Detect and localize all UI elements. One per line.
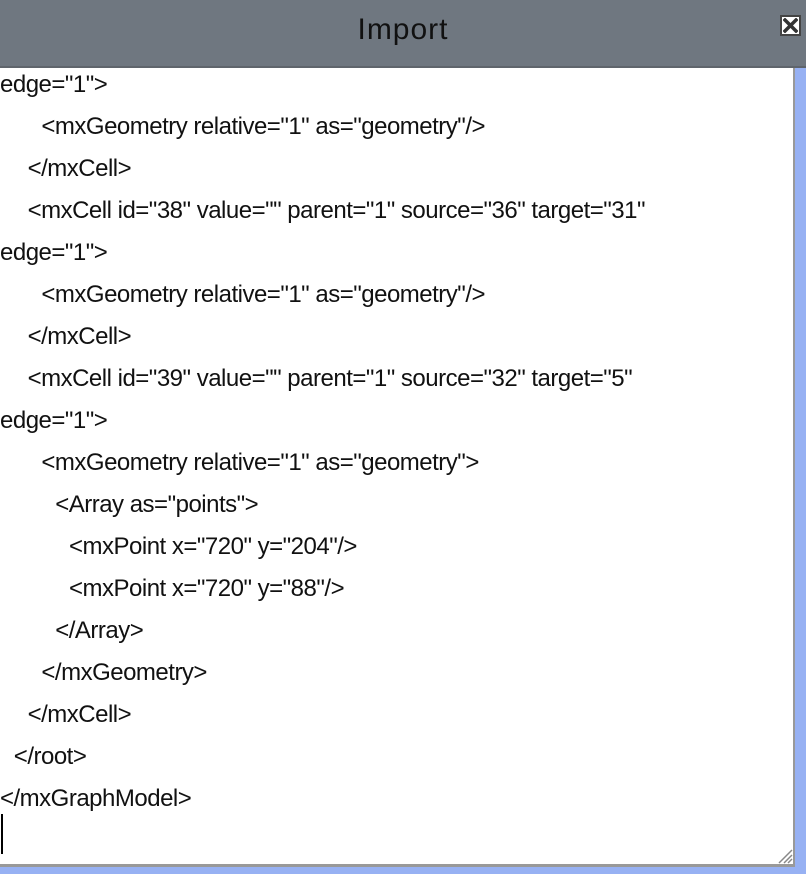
code-line: </mxCell> [27,323,132,350]
code-line: </mxCell> [27,155,132,182]
code-line: <Array as="points"> [55,491,259,518]
text-caret [1,814,3,854]
code-line: <mxGeometry relative="1" as="geometry"> [41,449,479,476]
code-line: </mxGraphModel> [0,785,192,812]
close-icon [783,18,798,33]
resize-grip-icon[interactable] [773,844,793,864]
code-line: </Array> [55,617,144,644]
code-line: </mxCell> [27,701,132,728]
close-button[interactable] [780,15,801,36]
code-line: <mxGeometry relative="1" as="geometry"/> [41,281,485,308]
code-line: <mxCell id="38" value="" parent="1" sour… [27,197,646,224]
code-line: <mxPoint x="720" y="204"/> [69,533,357,560]
code-line: <mxPoint x="720" y="88"/> [69,575,345,602]
code-line: </mxGeometry> [41,659,207,686]
code-line: </root> [13,743,87,770]
code-line: <mxGeometry relative="1" as="geometry"/> [41,113,485,140]
dialog-titlebar: Import [0,0,806,68]
code-line: edge="1"> [0,71,108,98]
dialog-title: Import [357,13,449,46]
code-line: edge="1"> [0,407,108,434]
code-line: <mxCell id="39" value="" parent="1" sour… [27,365,633,392]
code-line: edge="1"> [0,239,108,266]
import-xml-textarea[interactable]: edge="1"> <mxGeometry relative="1" as="ge… [0,68,795,867]
